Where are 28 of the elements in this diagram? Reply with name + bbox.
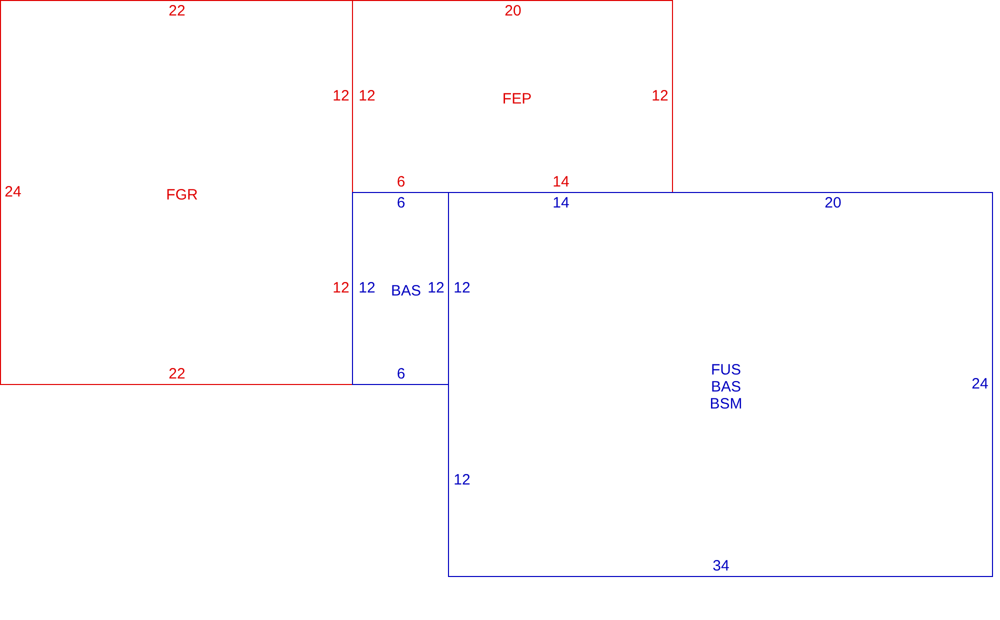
- room-outline: [0, 0, 353, 385]
- room-outline: [352, 192, 449, 385]
- side-length: 12: [652, 88, 668, 104]
- side-length: 34: [712, 558, 730, 574]
- room-label: FUS BAS BSM: [710, 362, 742, 412]
- side-length: 14: [552, 174, 570, 190]
- side-length: 12: [358, 88, 376, 104]
- side-length: 12: [332, 280, 350, 296]
- room-outline: [448, 192, 993, 577]
- room-outline: [352, 0, 673, 193]
- side-length: 12: [332, 88, 350, 104]
- side-length: 20: [824, 194, 842, 212]
- room-label: FEP: [502, 90, 532, 108]
- side-length: 12: [428, 280, 444, 296]
- side-length: 12: [454, 472, 470, 488]
- side-length: 22: [168, 366, 186, 382]
- room-label: FGR: [166, 186, 198, 204]
- side-length: 6: [396, 366, 406, 382]
- side-length: 24: [4, 184, 22, 200]
- side-length: 22: [168, 2, 186, 20]
- side-length: 12: [358, 280, 376, 296]
- side-length: 6: [396, 194, 406, 212]
- side-length: 6: [396, 174, 406, 190]
- side-length: 24: [972, 376, 988, 392]
- side-length: 14: [552, 194, 570, 212]
- room-label: BAS: [391, 282, 421, 300]
- side-length: 20: [504, 2, 522, 20]
- side-length: 12: [454, 280, 470, 296]
